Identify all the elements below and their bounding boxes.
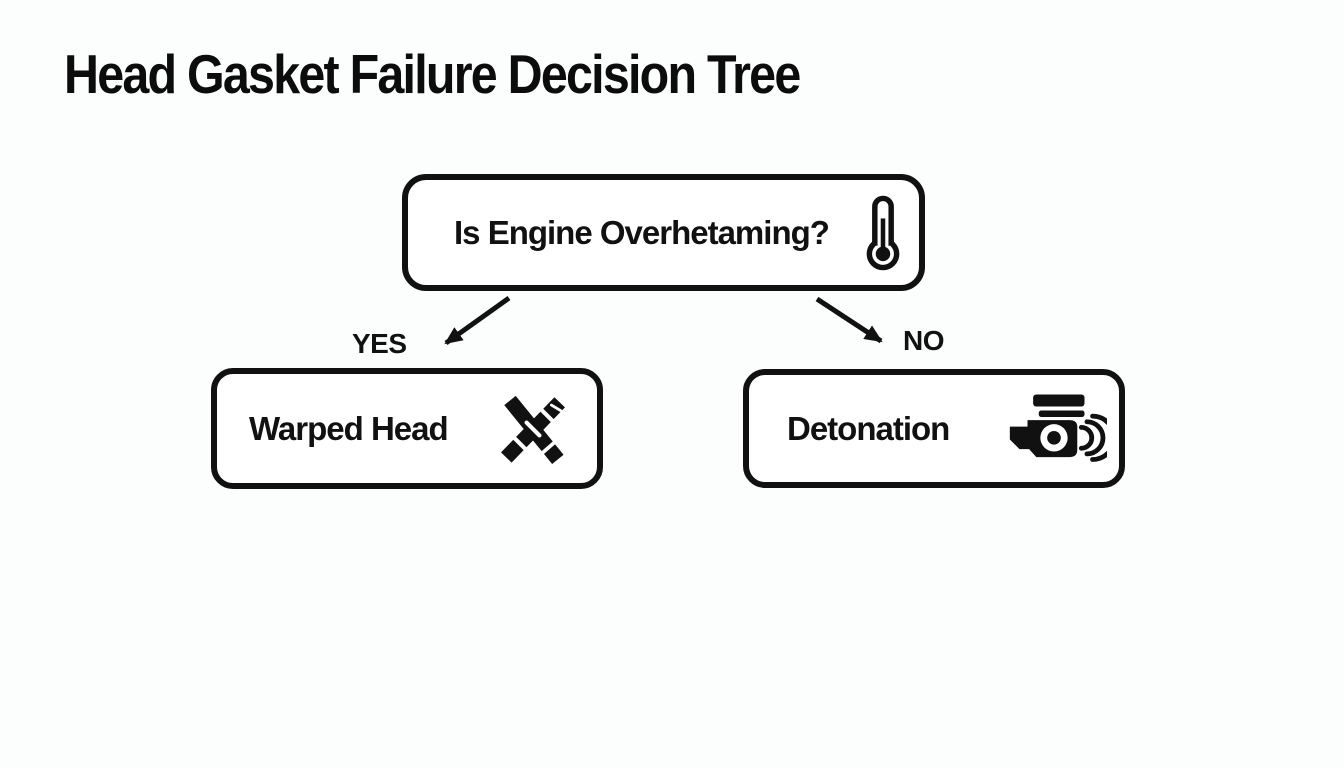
- detonation-label: Detonation: [787, 409, 950, 447]
- warped-head-label: Warped Head: [249, 409, 449, 447]
- no-branch-label: NO: [903, 325, 945, 356]
- warped-head-node: Warped Head: [211, 368, 603, 489]
- thermometer-icon: [866, 195, 900, 270]
- warped-twist-icon: [501, 395, 565, 464]
- detonation-node: Detonation: [743, 369, 1125, 488]
- page-title: Head Gasket Failure Decision Tree: [64, 43, 801, 105]
- yes-branch-label: YES: [352, 328, 407, 359]
- yes-arrow: [444, 295, 511, 346]
- engine-knock-icon: [1009, 393, 1107, 462]
- no-arrow: [815, 296, 883, 344]
- root-node: Is Engine Overhetaming?: [402, 174, 925, 291]
- root-node-label: Is Engine Overhetaming?: [454, 213, 830, 251]
